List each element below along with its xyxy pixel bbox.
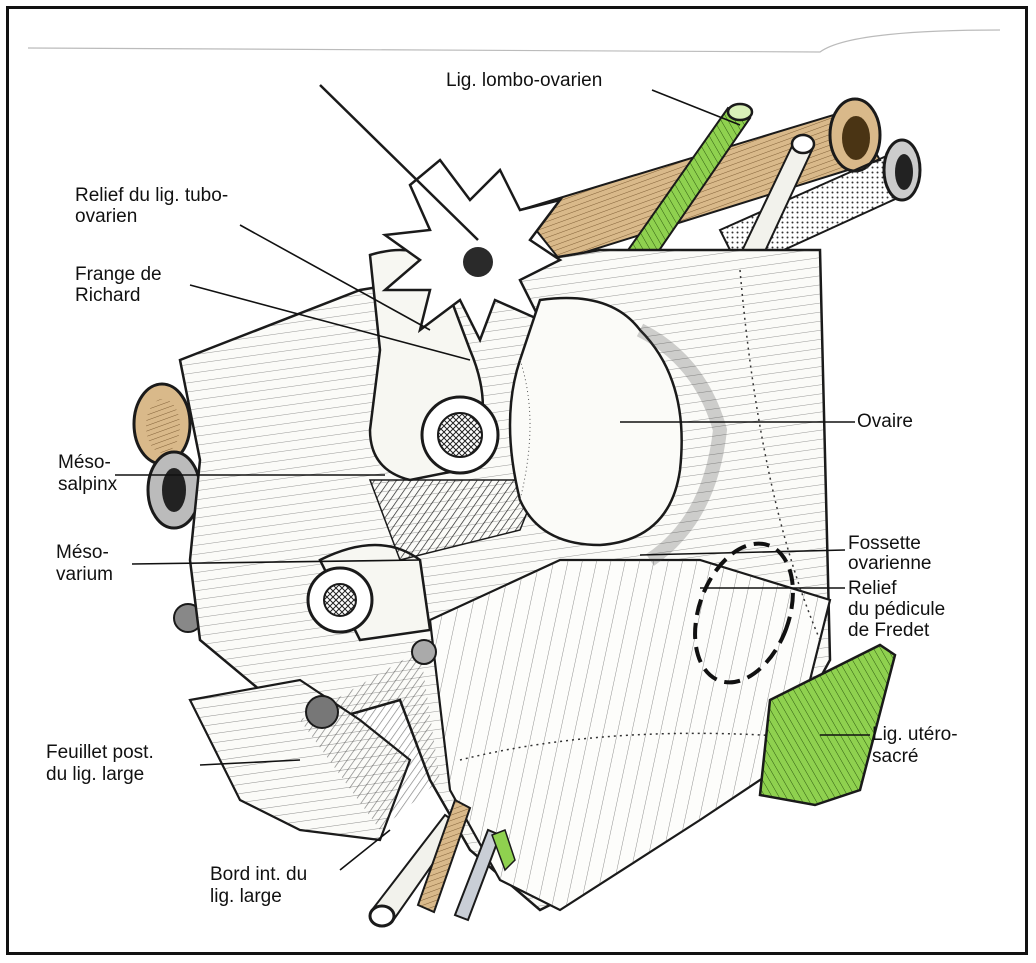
label-frange-2: Richard bbox=[75, 285, 141, 306]
ovary bbox=[508, 296, 728, 566]
fallopian-tube bbox=[305, 248, 542, 729]
label-feuillet-2: du lig. large bbox=[46, 764, 145, 785]
label-utero-sacre-2: sacré bbox=[872, 746, 919, 767]
vessels-upper bbox=[518, 97, 922, 302]
label-relief-pedicule-3: de Fredet bbox=[848, 620, 930, 641]
label-relief-tubo-2: ovarien bbox=[75, 206, 138, 227]
label-bord-1: Bord int. du bbox=[210, 864, 308, 885]
label-feuillet-1: Feuillet post. bbox=[46, 742, 154, 763]
label-relief-pedicule-2: du pédicule bbox=[848, 599, 946, 620]
label-ovaire: Ovaire bbox=[857, 411, 913, 432]
broad-ligament bbox=[178, 248, 832, 912]
label-relief-tubo-1: Relief du lig. tubo- bbox=[75, 185, 229, 206]
label-fossette-2: ovarienne bbox=[848, 553, 932, 574]
label-lombo-ovarien: Lig. lombo-ovarien bbox=[446, 70, 603, 91]
fossette-outline bbox=[693, 541, 795, 685]
tubes-left bbox=[132, 382, 203, 633]
label-fossette-1: Fossette bbox=[848, 533, 921, 554]
top-rule bbox=[27, 29, 1001, 53]
label-relief-pedicule-1: Relief bbox=[848, 578, 897, 599]
vessels-lower bbox=[368, 798, 516, 928]
label-meso-varium-2: varium bbox=[56, 564, 114, 585]
label-bord-2: lig. large bbox=[210, 886, 282, 907]
leader-lines bbox=[115, 89, 870, 871]
fimbria bbox=[319, 84, 564, 344]
label-meso-salpinx-2: salpinx bbox=[58, 474, 118, 495]
label-meso-varium-1: Méso- bbox=[56, 542, 109, 563]
utero-sacral-ligament bbox=[758, 643, 897, 807]
label-frange-1: Frange de bbox=[75, 264, 162, 285]
label-meso-salpinx-1: Méso- bbox=[58, 452, 111, 473]
label-utero-sacre-1: Lig. utéro- bbox=[872, 724, 958, 745]
